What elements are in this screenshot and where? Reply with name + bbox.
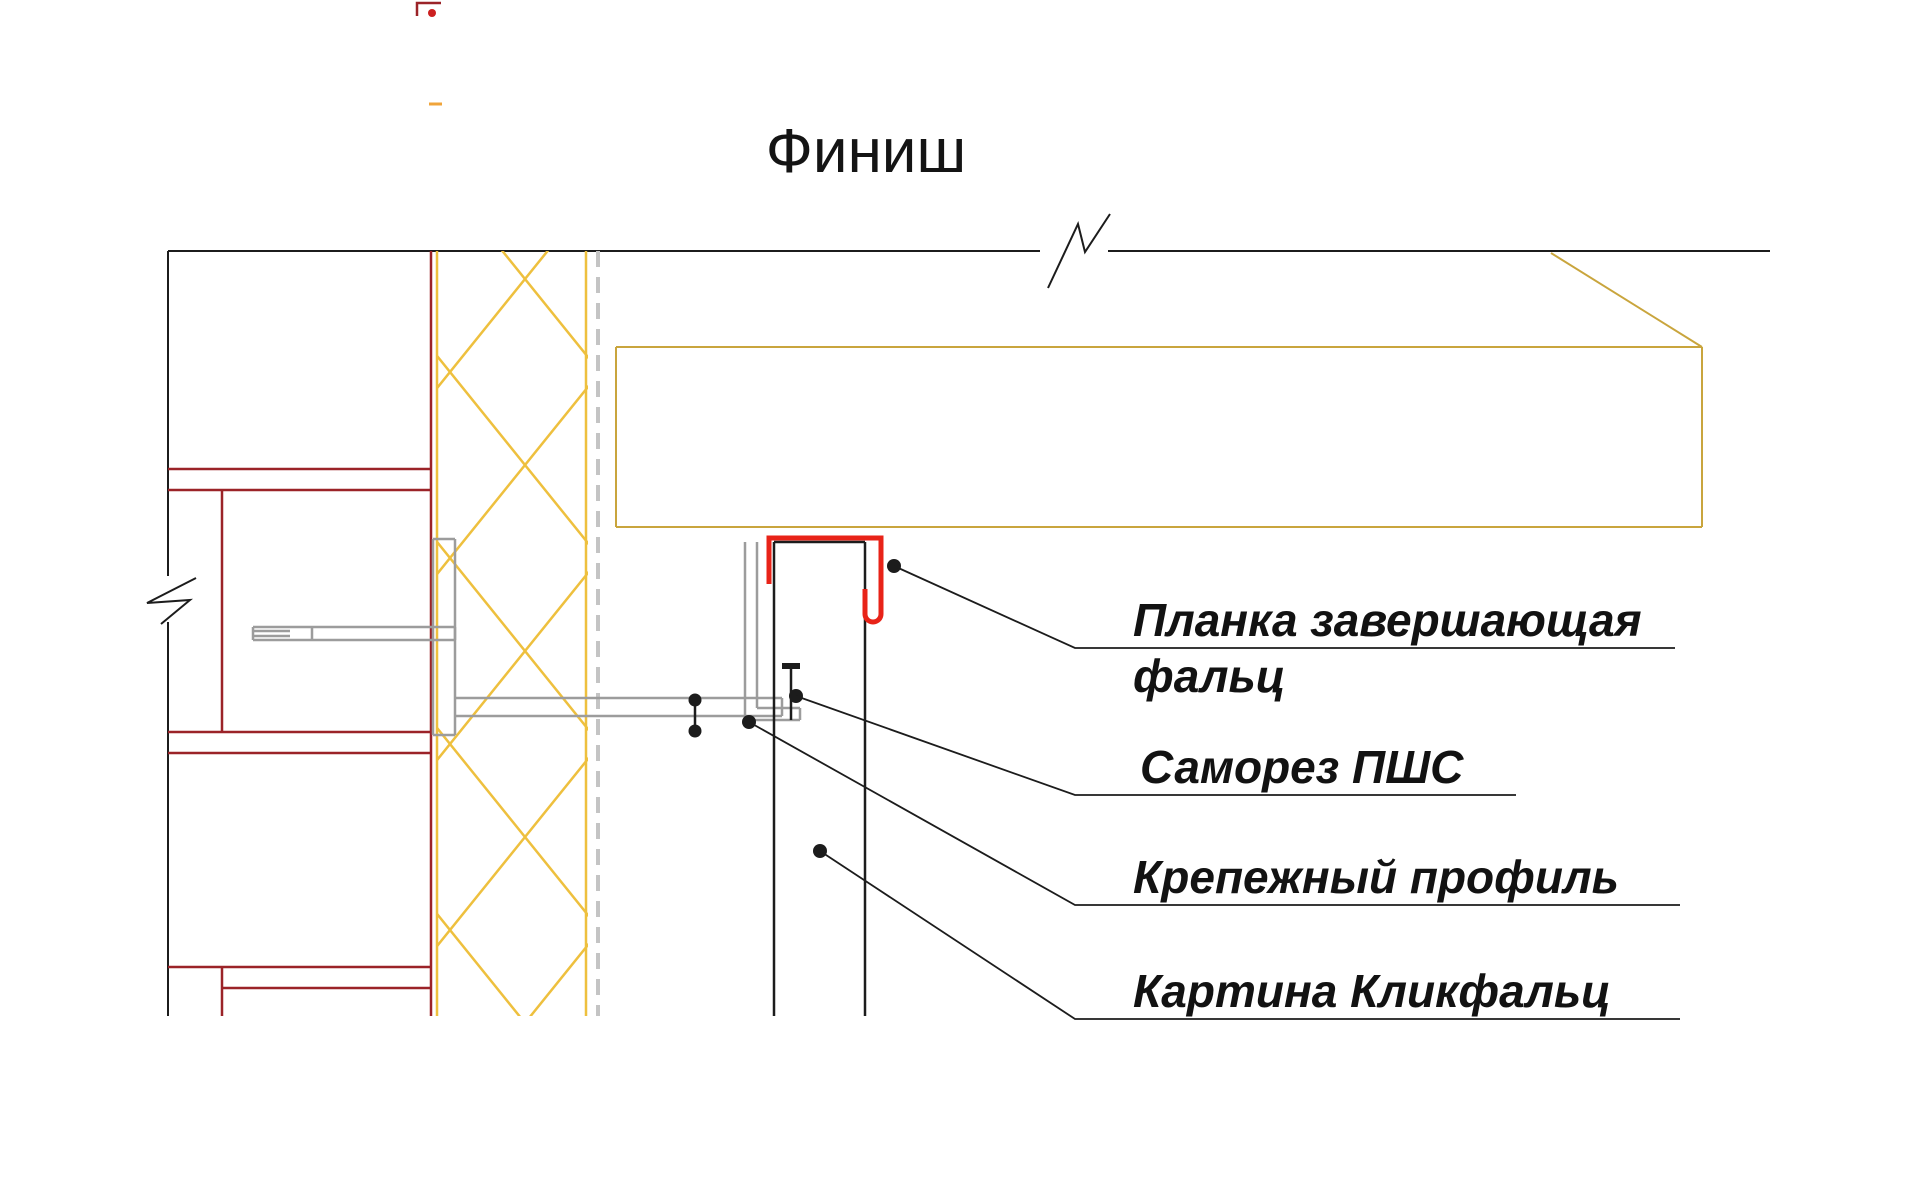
callout-panel: Картина Кликфальц xyxy=(813,844,1680,1020)
bracket-bolt-nut xyxy=(688,724,702,738)
bracket-bolt xyxy=(688,693,702,738)
stray-marks xyxy=(415,1,442,106)
bracket-bolt-head xyxy=(688,693,702,707)
callout-flashing-label-line2: фальц xyxy=(1133,650,1286,702)
callout-flashing-leader xyxy=(893,565,1675,649)
callout-screw-label: Саморез ПШС xyxy=(1140,741,1464,793)
section-border-and-break-marks xyxy=(146,213,1770,1016)
masonry-wall-section xyxy=(168,251,433,1016)
insulation-edges xyxy=(435,251,588,1016)
stray-mark-dark-red xyxy=(415,1,441,16)
insulation-crosshatch xyxy=(437,251,588,1016)
callout-profile-label: Крепежный профиль xyxy=(1133,851,1619,903)
callout-profile: Крепежный профиль xyxy=(742,715,1680,906)
finishing-flashing-strip xyxy=(766,535,884,625)
callout-profile-leader xyxy=(748,721,1680,906)
insulation-layer xyxy=(435,251,588,1016)
callout-flashing-label-line1: Планка завершающая xyxy=(1133,594,1642,646)
callout-panel-leader xyxy=(819,850,1680,1020)
fastening-profile xyxy=(743,542,802,722)
roof-beam xyxy=(615,252,1703,528)
diagram-title: Финиш xyxy=(766,117,966,186)
anchor-bolt xyxy=(251,625,457,642)
callout-flashing: Планка завершающая фальц xyxy=(887,559,1675,702)
callout-screw-leader xyxy=(795,695,1516,796)
callout-panel-label: Картина Кликфальц xyxy=(1133,965,1611,1017)
clickfalz-panel xyxy=(772,540,867,1016)
stray-mark-red-dot xyxy=(428,9,436,17)
callout-screw: Саморез ПШС xyxy=(789,689,1516,796)
screw-head xyxy=(782,663,800,669)
wall-bracket xyxy=(431,537,784,737)
